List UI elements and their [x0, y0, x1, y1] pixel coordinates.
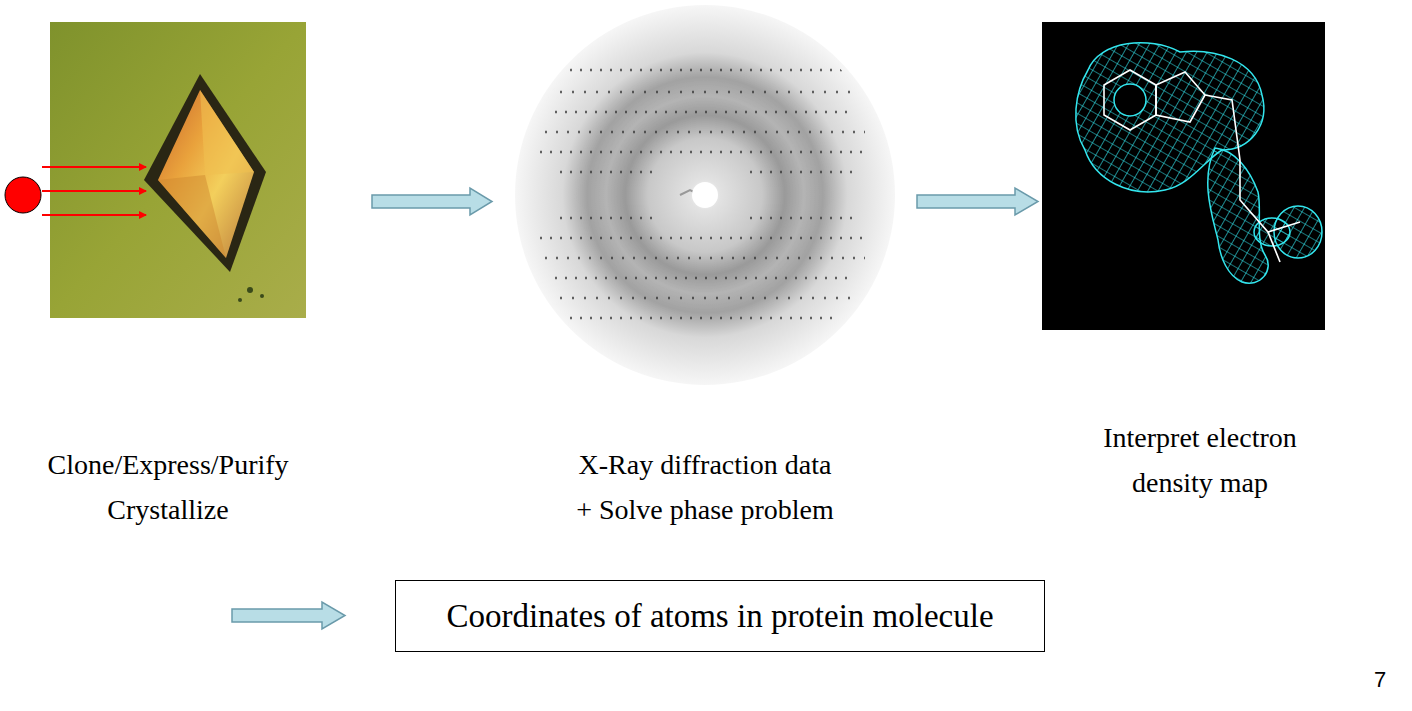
page-number: 7: [1374, 667, 1386, 693]
box-text: Coordinates of atoms in protein molecule: [446, 596, 993, 636]
step-caption: X-Ray diffraction data + Solve phase pro…: [576, 442, 835, 532]
step-caption: Clone/Express/Purify Crystallize: [48, 442, 289, 532]
result-box: Coordinates of atoms in protein molecule: [395, 580, 1045, 652]
step-caption: Interpret electron density map: [1103, 415, 1297, 505]
